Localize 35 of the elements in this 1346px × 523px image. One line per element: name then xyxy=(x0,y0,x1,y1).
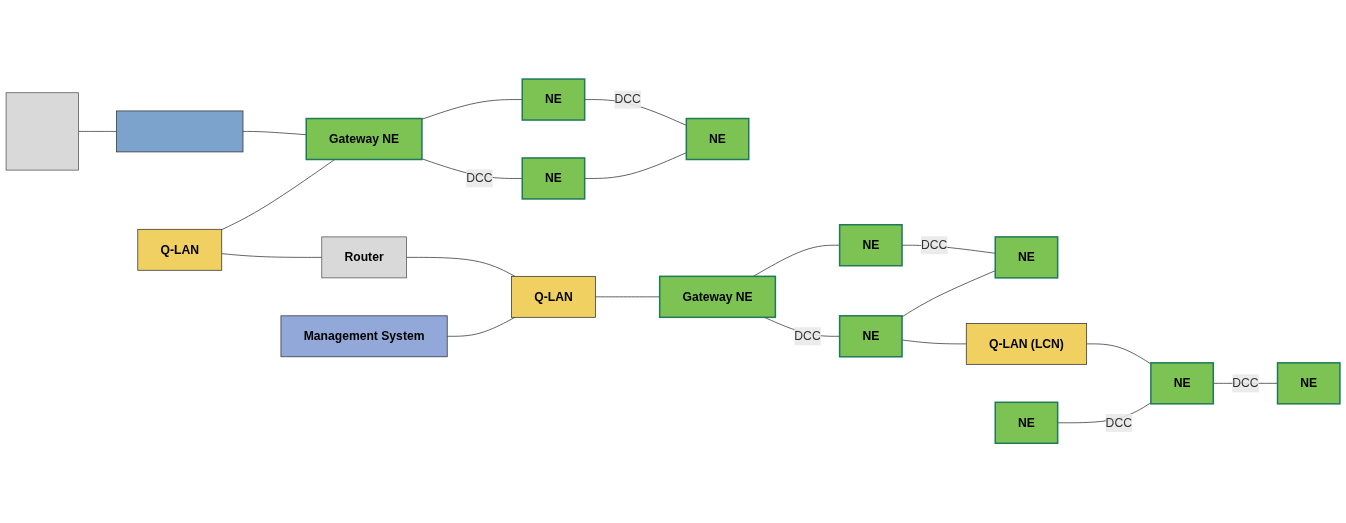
connector xyxy=(242,131,307,136)
node-box: NE xyxy=(838,315,903,358)
edge-label: DCC xyxy=(1232,376,1259,390)
node-box: Gateway NE xyxy=(658,275,777,319)
connector xyxy=(446,317,516,337)
node-box: NE xyxy=(685,118,750,161)
node-box: NE xyxy=(838,224,903,267)
connector xyxy=(221,253,323,259)
node-box: NE xyxy=(521,157,586,201)
node-box: Q-LAN (LCN) xyxy=(965,323,1088,366)
edge-label: DCC xyxy=(466,171,493,185)
node-box: Gateway NE xyxy=(305,118,423,161)
connector xyxy=(584,152,687,180)
node-box: Management System xyxy=(280,315,448,358)
connector xyxy=(406,257,516,278)
connector xyxy=(421,99,523,120)
node-bar xyxy=(116,110,244,153)
node-box: NE xyxy=(994,236,1059,279)
node-box: NE xyxy=(994,401,1059,445)
node-box: NE xyxy=(1150,362,1215,405)
node-box xyxy=(5,92,79,171)
connector xyxy=(1086,343,1152,365)
connector xyxy=(752,245,840,278)
node-box: Q-LAN xyxy=(511,276,596,319)
connector xyxy=(901,270,996,318)
connector xyxy=(78,131,117,133)
edge-label: DCC xyxy=(1105,416,1132,430)
node-box: Router xyxy=(321,236,407,279)
node-box: NE xyxy=(521,78,586,122)
connector xyxy=(221,159,336,231)
node-box: NE xyxy=(1276,362,1341,405)
edge-label: DCC xyxy=(921,238,948,252)
node-box: Q-LAN xyxy=(137,229,223,271)
edge-label: DCC xyxy=(794,329,821,343)
edge-label: DCC xyxy=(614,93,641,106)
